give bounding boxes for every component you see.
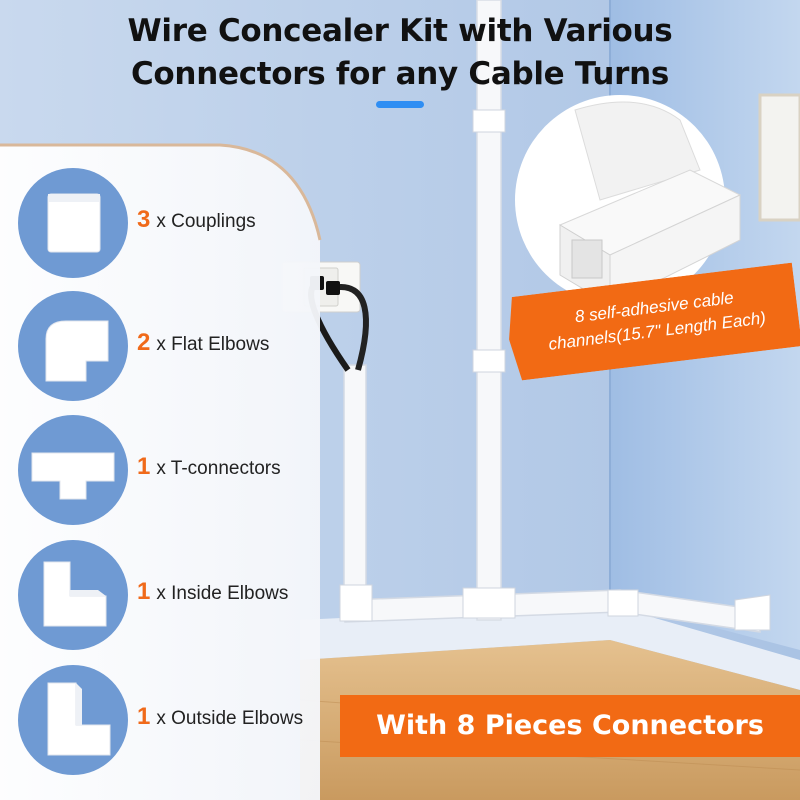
connectors-banner: With 8 Pieces Connectors bbox=[340, 695, 800, 757]
coupling-icon bbox=[18, 168, 128, 278]
inside-elbow-icon bbox=[18, 540, 128, 650]
t-connector-on-wall bbox=[462, 587, 516, 619]
banner-text: With 8 Pieces Connectors bbox=[376, 710, 764, 741]
outside-elbow-icon bbox=[18, 665, 128, 775]
flat-elbow-icon bbox=[18, 291, 128, 401]
channel-callout: 8 self-adhesive cable channels(15.7" Len… bbox=[504, 262, 800, 382]
coupling-joint bbox=[472, 109, 506, 133]
title-line-1: Wire Concealer Kit with Various bbox=[127, 13, 673, 49]
page-title: Wire Concealer Kit with Various Connecto… bbox=[0, 10, 800, 96]
t-connector-icon bbox=[18, 415, 128, 525]
title-underline bbox=[376, 101, 424, 108]
title-line-2: Connectors for any Cable Turns bbox=[130, 56, 669, 92]
baseboard bbox=[300, 605, 800, 690]
picture-frame bbox=[758, 93, 800, 222]
vertical-channel bbox=[476, 0, 502, 621]
